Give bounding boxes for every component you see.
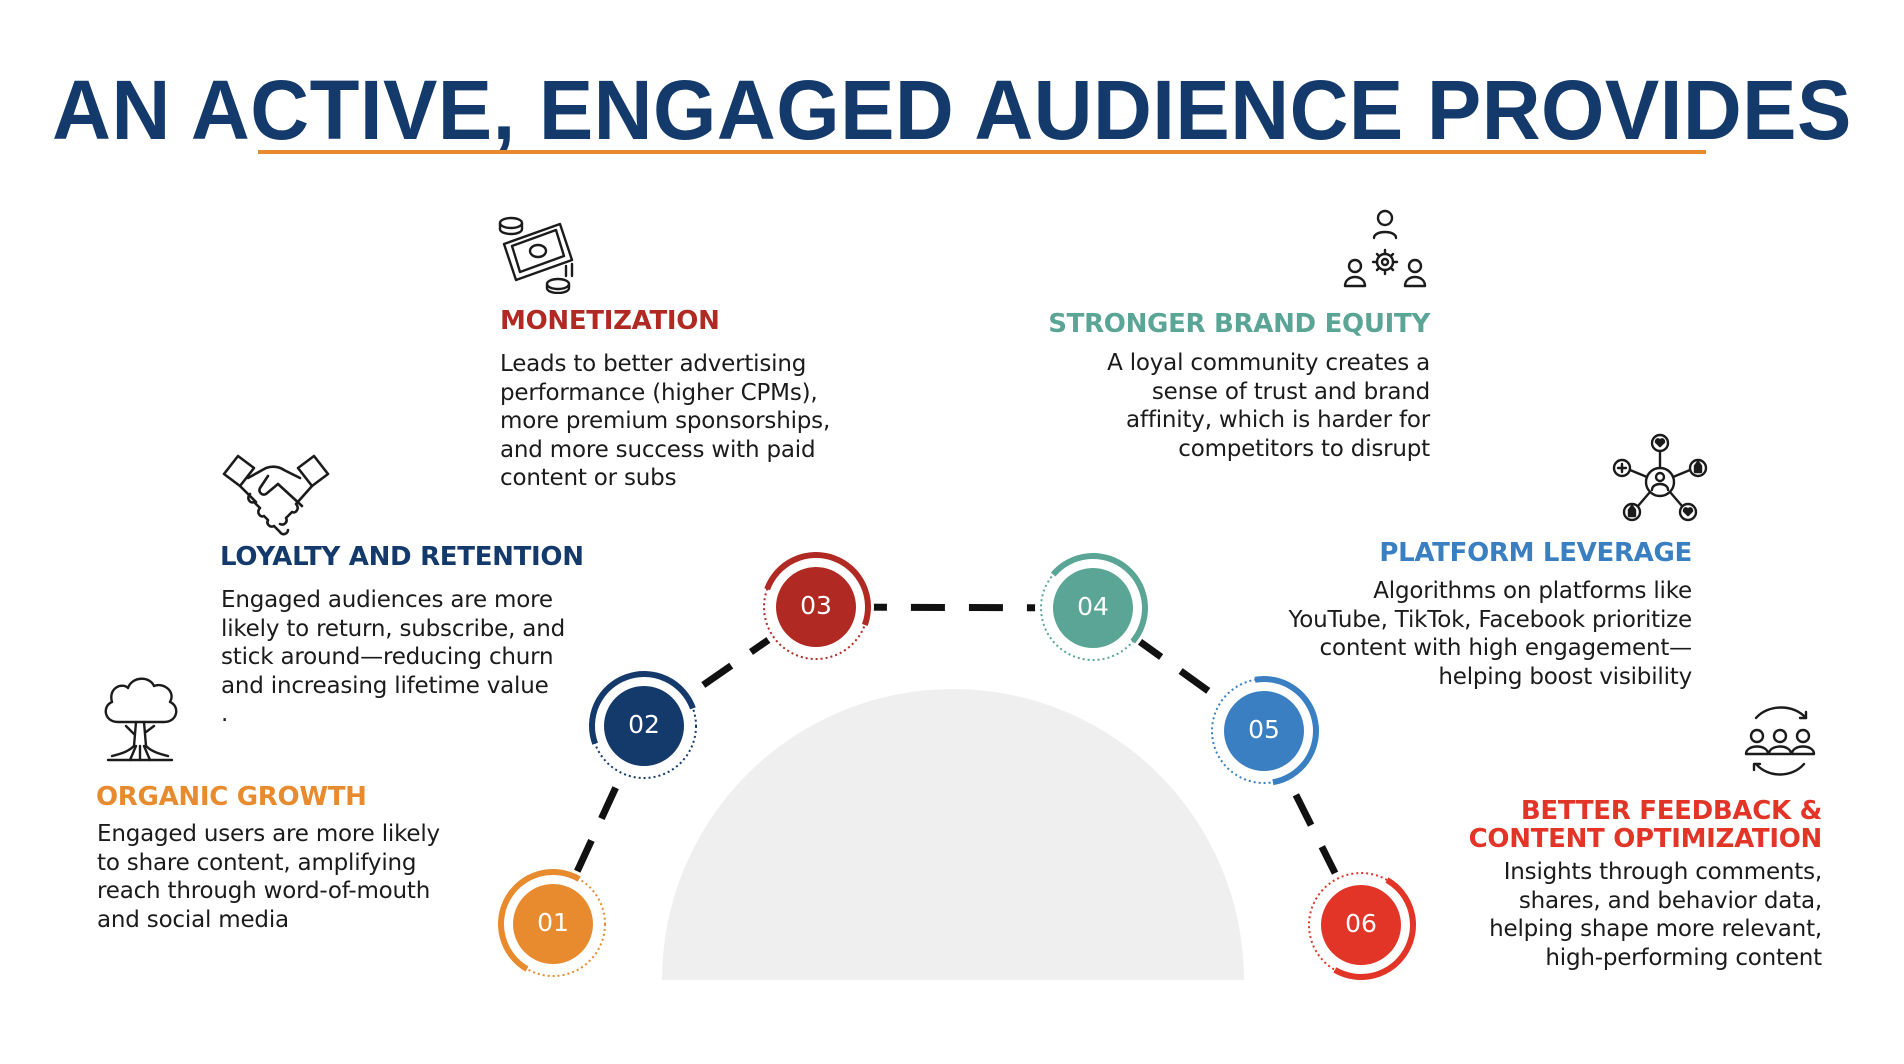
body-line: and increasing lifetime value	[221, 672, 549, 699]
heading-text: PLATFORM LEVERAGE	[1379, 538, 1692, 568]
body-line: YouTube, TikTok, Facebook prioritize	[1288, 606, 1692, 633]
body-line: affinity, which is harder for	[1126, 407, 1430, 433]
node-arc-ring-02	[589, 671, 699, 781]
heading-feedback-optimization: BETTER FEEDBACK & CONTENT OPTIMIZATION	[1292, 796, 1823, 854]
heading-text: BETTER FEEDBACK &	[1520, 796, 1822, 826]
node-number-01: 01	[537, 908, 569, 937]
body-line: to share content, amplifying	[97, 849, 417, 876]
heading-organic-growth: ORGANIC GROWTH	[96, 782, 367, 812]
body-line: Engaged audiences are more	[221, 587, 553, 613]
body-line: competitors to disrupt	[1178, 435, 1430, 462]
body-line: .	[221, 701, 229, 727]
body-line: Algorithms on platforms like	[1373, 578, 1692, 604]
body-platform-leverage: Algorithms on platforms like YouTube, Ti…	[1152, 577, 1692, 691]
body-brand-equity: A loyal community creates a sense of tru…	[970, 349, 1430, 463]
page-title: AN ACTIVE, ENGAGED AUDIENCE PROVIDES	[52, 63, 1852, 157]
social-network-icon	[1612, 433, 1708, 522]
body-line: shares, and behavior data,	[1518, 887, 1822, 914]
community-gear-icon	[1343, 209, 1427, 288]
body-line: stick around—reducing churn	[221, 644, 554, 670]
node-dotted-ring-02	[591, 673, 697, 779]
heading-text: LOYALTY AND RETENTION	[220, 542, 584, 572]
node-disc-04	[1053, 568, 1133, 648]
heading-text: CONTENT OPTIMIZATION	[1468, 824, 1823, 854]
node-number-06: 06	[1345, 909, 1377, 938]
body-line: performance (higher CPMs),	[500, 379, 818, 406]
body-line: sense of trust and brand	[1151, 378, 1430, 405]
node-arc-ring-06	[1306, 870, 1416, 980]
heading-text: ORGANIC GROWTH	[96, 782, 367, 812]
node-disc-03	[776, 567, 856, 647]
body-line: Leads to better advertising	[500, 351, 807, 377]
body-line: and social media	[97, 906, 289, 933]
node-disc-01	[513, 884, 593, 964]
heading-text: MONETIZATION	[500, 306, 720, 336]
title-underline	[258, 150, 1706, 154]
heading-text: STRONGER BRAND EQUITY	[1048, 309, 1430, 339]
body-line: more premium sponsorships,	[500, 408, 831, 434]
body-line: Engaged users are more likely	[97, 821, 440, 847]
node-number-03: 03	[800, 591, 832, 620]
body-monetization: Leads to better advertising performance …	[500, 350, 830, 493]
body-organic-growth: Engaged users are more likely to share c…	[97, 820, 440, 934]
handshake-icon	[222, 454, 330, 536]
node-disc-02	[604, 686, 684, 766]
node-number-05: 05	[1248, 715, 1280, 744]
heading-brand-equity: STRONGER BRAND EQUITY	[1030, 309, 1430, 339]
body-line: high-performing content	[1545, 944, 1822, 971]
node-number-02: 02	[628, 710, 660, 739]
node-arc-ring-01	[498, 869, 608, 979]
body-line: content or subs	[500, 465, 677, 491]
body-feedback-optimization: Insights through comments, shares, and b…	[1292, 858, 1822, 972]
body-line: content with high engagement—	[1319, 635, 1693, 661]
body-line: Insights through comments,	[1503, 859, 1822, 885]
money-icon	[498, 216, 574, 294]
body-loyalty-retention: Engaged audiences are more likely to ret…	[221, 586, 565, 729]
body-line: A loyal community creates a	[1107, 350, 1430, 376]
node-arc-ring-03	[761, 552, 872, 662]
node-disc-05	[1224, 691, 1304, 771]
body-line: and more success with paid	[500, 436, 816, 463]
node-disc-06	[1321, 885, 1401, 965]
body-line: helping boost visibility	[1438, 663, 1692, 690]
body-line: likely to return, subscribe, and	[221, 615, 565, 642]
body-line: reach through word-of-mouth	[97, 878, 431, 904]
heading-platform-leverage: PLATFORM LEVERAGE	[1192, 538, 1692, 568]
dome-shape	[662, 689, 1244, 980]
feedback-cycle-icon	[1744, 706, 1816, 776]
heading-loyalty-retention: LOYALTY AND RETENTION	[220, 542, 584, 572]
node-arc-ring-05	[1209, 675, 1319, 786]
heading-monetization: MONETIZATION	[500, 306, 720, 336]
node-number-04: 04	[1077, 592, 1109, 621]
node-dotted-ring-01	[500, 871, 606, 977]
tree-icon	[104, 677, 178, 762]
body-line: helping shape more relevant,	[1489, 916, 1822, 942]
